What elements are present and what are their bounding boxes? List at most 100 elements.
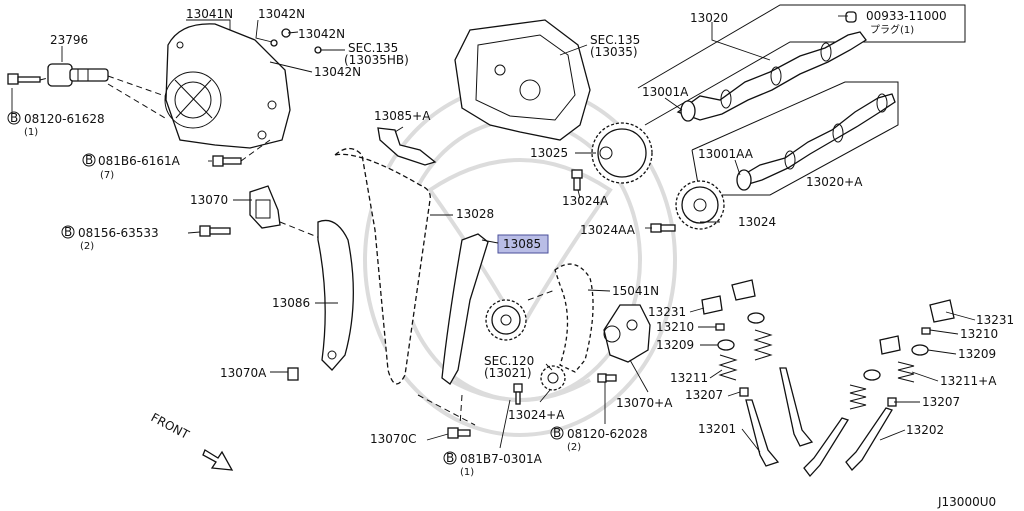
bolt-13024A: [571, 169, 583, 191]
label-13201: 13201: [698, 422, 736, 436]
label-13041N: 13041N: [186, 7, 233, 21]
camshaft-frame-13020: [637, 4, 966, 126]
b-symbol: B: [85, 153, 93, 167]
label-13209: 13209: [656, 338, 694, 352]
camshaft-13020A: [736, 93, 896, 191]
label-23796: 23796: [50, 33, 88, 47]
label-13024A: 13024A: [562, 194, 609, 208]
bolt-13024AA: [650, 223, 676, 233]
timing-chain-13028: [332, 147, 431, 385]
b-circle: [61, 225, 75, 239]
exhaust-valve-13202: [803, 407, 893, 478]
b-circle: [443, 451, 457, 465]
leader-lines: [11, 15, 976, 453]
oil-pump-chain-15041N: [554, 263, 594, 373]
bolt-08120-62028: [597, 373, 617, 383]
cam-sprocket-13024: [675, 180, 725, 230]
label-081B7-0301A: 081B7-0301A: [460, 452, 543, 466]
label-081B7-0301A-qty: (1): [460, 467, 474, 478]
label-13210: 13210: [960, 327, 998, 341]
b-symbol: B: [446, 451, 454, 465]
label-13020: 13020: [690, 11, 728, 25]
label-13085: 13085: [503, 237, 541, 251]
label-13070plusA: 13070+A: [616, 396, 673, 410]
diagram-code: J13000U0: [937, 495, 996, 509]
label-sec120-sub: (13021): [484, 366, 532, 380]
label-13024AA: 13024AA: [580, 223, 636, 237]
valve-retainer-13209-a: [717, 312, 765, 351]
label-sec135: SEC.135: [590, 33, 640, 47]
label-13024plusA: 13024+A: [508, 408, 565, 422]
label-13210: 13210: [656, 320, 694, 334]
label-13207: 13207: [685, 388, 723, 402]
label-13001A: 13001A: [642, 85, 689, 99]
label-13085A: 13085+A: [374, 109, 431, 123]
label-00933-11000-sub: プラグ(1): [870, 23, 914, 36]
b-symbol: B: [553, 426, 561, 440]
label-13070C: 13070C: [370, 432, 417, 446]
label-13086: 13086: [272, 296, 310, 310]
valve-lifter-13231-b: [879, 299, 955, 355]
front-label: FRONT: [149, 410, 192, 442]
sprocket-13024plusA: [540, 365, 566, 391]
valve-shim-13210-b: [921, 327, 931, 335]
label-081B6-6161A-qty: (7): [100, 170, 114, 181]
b-circle: [7, 111, 21, 125]
label-13070: 13070: [190, 193, 228, 207]
label-sec135-sub: (13035): [590, 45, 638, 59]
crank-sprocket-sec120: [485, 299, 527, 341]
camshaft-13020: [676, 31, 867, 122]
valve-spring-13211-a: [718, 329, 773, 381]
front-cover-13041N: [164, 23, 291, 149]
valve-spring-13211A: [849, 361, 915, 410]
label-08120-61628-qty: (1): [24, 127, 38, 138]
label-13028: 13028: [456, 207, 494, 221]
bolt-081B6-6161A: [212, 155, 242, 167]
label-13042N: 13042N: [314, 65, 361, 79]
label-13202: 13202: [906, 423, 944, 437]
tensioner-13070plusA: [603, 304, 651, 363]
label-13211: 13211: [670, 371, 708, 385]
chain-tensioner-13070: [249, 185, 281, 229]
b-symbol: B: [64, 225, 72, 239]
bolt-081B7-0301A: [513, 383, 523, 405]
part-labels: 13041N 13042N 13042N 13042N 23796 SEC.13…: [7, 7, 1014, 509]
label-13209: 13209: [958, 347, 996, 361]
b-circle: [82, 153, 96, 167]
sensor-23796: [47, 63, 109, 87]
label-13042N: 13042N: [298, 27, 345, 41]
intake-valve-13201: [745, 367, 814, 467]
bolt-13070C: [447, 427, 471, 439]
plug-00933-11000: [845, 11, 857, 23]
label-13024: 13024: [738, 215, 776, 229]
bolt-08120-61628: [7, 73, 41, 85]
valve-shim-13210-a: [715, 323, 725, 331]
label-08120-62028: 08120-62028: [567, 427, 648, 441]
highlight-13085: [497, 234, 549, 254]
label-13211A: 13211+A: [940, 374, 997, 388]
tension-guide-13085: [441, 233, 489, 385]
bolt-13070A: [287, 367, 299, 381]
b-circle: [550, 426, 564, 440]
label-15041N: 15041N: [612, 284, 659, 298]
valve-seal-13207-a: [739, 387, 749, 397]
bolt-08156-63533: [199, 225, 231, 237]
label-13042N: 13042N: [258, 7, 305, 21]
label-08156-63533-qty: (2): [80, 241, 94, 252]
seal-13042N: [270, 39, 278, 47]
label-13020A: 13020+A: [806, 175, 863, 189]
label-sec135-sub: (13035HB): [344, 53, 409, 67]
cam-sprocket-13025: [591, 122, 653, 184]
label-sec120: SEC.120: [484, 354, 534, 368]
label-08156-63533: 08156-63533: [78, 226, 159, 240]
label-sec135: SEC.135: [348, 41, 398, 55]
front-direction-arrow: FRONT: [149, 410, 234, 471]
label-13025: 13025: [530, 146, 568, 160]
slack-guide-13086: [317, 219, 354, 371]
label-00933-11000: 00933-11000: [866, 9, 947, 23]
label-13070A: 13070A: [220, 366, 267, 380]
label-08120-62028-qty: (2): [567, 442, 581, 453]
label-08120-61628: 08120-61628: [24, 112, 105, 126]
bracket-13085A: [377, 127, 437, 166]
